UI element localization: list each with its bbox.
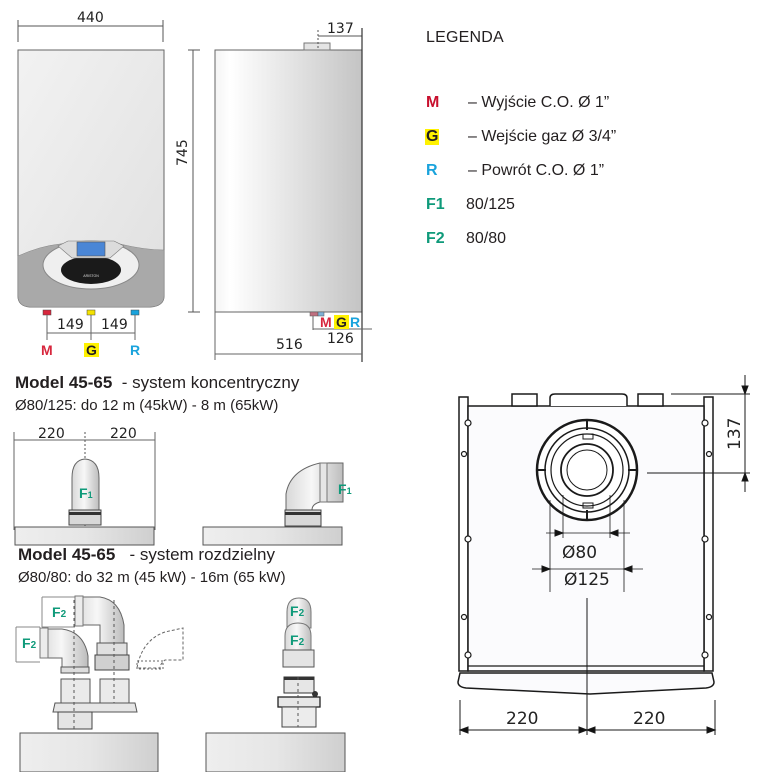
concentric-system-label: - system koncentryczny <box>121 373 300 392</box>
legend-key-r: R <box>426 162 438 179</box>
legend-title: LEGENDA <box>426 29 504 46</box>
boiler-top-outline-2 <box>202 526 343 546</box>
legend-text-g: – Wejście gaz Ø 3/4” <box>468 128 617 145</box>
legend-text-f1: 80/125 <box>466 196 515 213</box>
front-connector-m-label: M <box>41 342 53 358</box>
split-subtitle: Ø80/80: do 32 m (45 kW) - 16m (65 kW) <box>18 569 286 586</box>
side-top-offset-label: 137 <box>327 21 354 37</box>
split-vertical-terminal-lower <box>284 622 312 651</box>
split-elbow-lower <box>39 628 89 668</box>
split-model-label: Model 45-65 <box>18 545 116 564</box>
control-panel-dark <box>61 256 121 284</box>
side-connector-m-label: M <box>320 314 332 330</box>
legend-key-g: G <box>425 128 440 145</box>
front-view: ARISTON <box>17 20 200 340</box>
outer-flue-ring <box>535 418 639 522</box>
top-view-dim-right: 220 <box>633 709 666 729</box>
split-vertical-lower-flue-label: F2 <box>290 632 305 648</box>
concentric-elbow-flue-label: F1 <box>338 481 352 497</box>
concentric-model-label: Model 45-65 <box>15 373 113 392</box>
boiler-side-casing <box>214 49 363 313</box>
top-view-offset-label: 137 <box>725 417 745 450</box>
left-bracket <box>458 396 469 672</box>
split-lower-flue-label: F2 <box>22 635 37 651</box>
top-view-dim-left: 220 <box>506 709 539 729</box>
optional-elbow-dashed <box>136 627 184 669</box>
split-upper-flue-label: F2 <box>52 604 67 620</box>
split-elbow-upper <box>74 596 125 644</box>
top-view <box>457 375 750 735</box>
side-connector <box>309 311 319 317</box>
display-screen <box>76 241 106 257</box>
front-lip <box>457 672 715 695</box>
brand-logo: ARISTON <box>83 274 99 278</box>
connector-r <box>130 309 140 316</box>
concentric-vertical-terminal <box>71 458 100 511</box>
side-bottom-offset-label: 126 <box>327 331 354 347</box>
boiler-top-outline-3 <box>19 732 159 772</box>
inner-flue-ring <box>560 443 614 497</box>
legend-key-f1: F1 <box>426 196 445 213</box>
split-vertical-upper-flue-label: F2 <box>290 603 305 619</box>
front-connector-g-label: G <box>84 342 99 358</box>
legend-text-r: – Powrót C.O. Ø 1” <box>468 162 605 179</box>
spacing-left-label: 149 <box>57 317 84 333</box>
split-upper-collar <box>96 642 128 656</box>
split-vertical-terminal-upper <box>286 597 312 629</box>
flue-outlet-stub <box>303 42 331 51</box>
connector-g <box>86 309 96 316</box>
front-width-label: 440 <box>77 10 104 26</box>
legend-key-m: M <box>426 94 440 111</box>
front-connector-r-label: R <box>130 342 141 358</box>
boiler-top-outline-4 <box>205 732 346 772</box>
concentric-elbow <box>285 462 344 511</box>
inner-diameter-label: Ø80 <box>562 543 598 563</box>
split-system-label: - system rozdzielny <box>129 545 275 564</box>
outer-diameter-label: Ø125 <box>564 570 610 590</box>
concentric-flue-label: F1 <box>79 485 93 501</box>
side-depth-label: 516 <box>276 337 303 353</box>
split-adapter-left <box>60 678 91 704</box>
legend-text-m: – Wyjście C.O. Ø 1” <box>468 94 610 111</box>
split-system-drawing <box>15 595 346 772</box>
concentric-heading: Model 45-65 - system koncentryczny <box>15 374 299 391</box>
side-connector-r-label: R <box>350 314 361 330</box>
boiler-top-outline <box>14 526 155 546</box>
legend-key-f2: F2 <box>426 230 445 247</box>
concentric-subtitle: Ø80/125: do 12 m (45kW) - 8 m (65kW) <box>15 397 279 414</box>
concentric-dim-left: 220 <box>38 426 65 442</box>
side-connector-g-label: G <box>334 314 349 330</box>
split-heading: Model 45-65 - system rozdzielny <box>18 546 275 563</box>
front-height-label: 745 <box>175 139 191 166</box>
spacing-right-label: 149 <box>101 317 128 333</box>
connector-m <box>42 309 52 316</box>
side-view <box>214 28 372 362</box>
legend-text-f2: 80/80 <box>466 230 507 247</box>
concentric-system-drawing <box>13 432 344 546</box>
right-bracket <box>703 396 714 672</box>
concentric-dim-right: 220 <box>110 426 137 442</box>
